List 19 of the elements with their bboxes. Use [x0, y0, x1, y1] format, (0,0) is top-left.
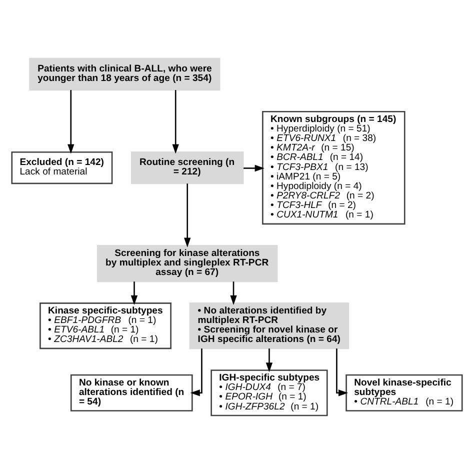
node-box: Novel kinase-specific subtypes • CNTRL-ABL1 (n = 1) — [346, 374, 463, 412]
node-box: Screening for kinase alterations by multiplex and singleplex RT-PCR assay (n = 67) — [97, 245, 278, 282]
arrow — [336, 348, 348, 396]
node-box: Patients with clinical B-ALL, who were younger than 18 years of age (n = 354) — [29, 58, 220, 90]
node-box: Kinase specific-subtypes • EBF1-PDGFRB (n = 1) • ETV6-ABL1 (n = 1) • ZC3HAV1-ABL2 (n = 1) — [40, 302, 172, 350]
arrow — [190, 348, 202, 396]
node-box: No kinase or known alterations identified (n = 54) — [70, 374, 193, 412]
arrow — [68, 90, 74, 154]
node-box: IGH-specific subtypes • IGH-DUX4 (n = 7) • EPOR-IGH (n = 1) • IGH-ZFP36L2 (n = 1) — [210, 370, 328, 416]
arrow — [244, 164, 264, 172]
node-box: Known subgroups (n = 145) • Hyperdiploidy (n = 51) • ETV6-RUNX1 (n = 38) • KMT2A-r (n = 15) • BCR-ABL1 (n = 14) • TCF3-PBX1 (n = 13) • iAMP21 (n = 5) • Hypodiploidy (n = 4) • P2RY8-CRLF2 (n = 2) • TCF3-HLF (n = 2) • CUX1-NUTM1 (n = 1) — [262, 110, 406, 225]
node-box: • No alterations identified by multiplex RT-PCR • Screening for novel kinase or IGH specific alterations (n = 64) — [189, 302, 350, 350]
arrow — [266, 348, 273, 372]
arrow — [172, 90, 179, 154]
node-box: Routine screening (n = 212) — [130, 151, 244, 184]
arrow — [230, 282, 237, 305]
node-box: Excluded (n = 142) Lack of material — [11, 151, 113, 184]
arrow — [184, 184, 191, 248]
arrow — [130, 282, 138, 305]
